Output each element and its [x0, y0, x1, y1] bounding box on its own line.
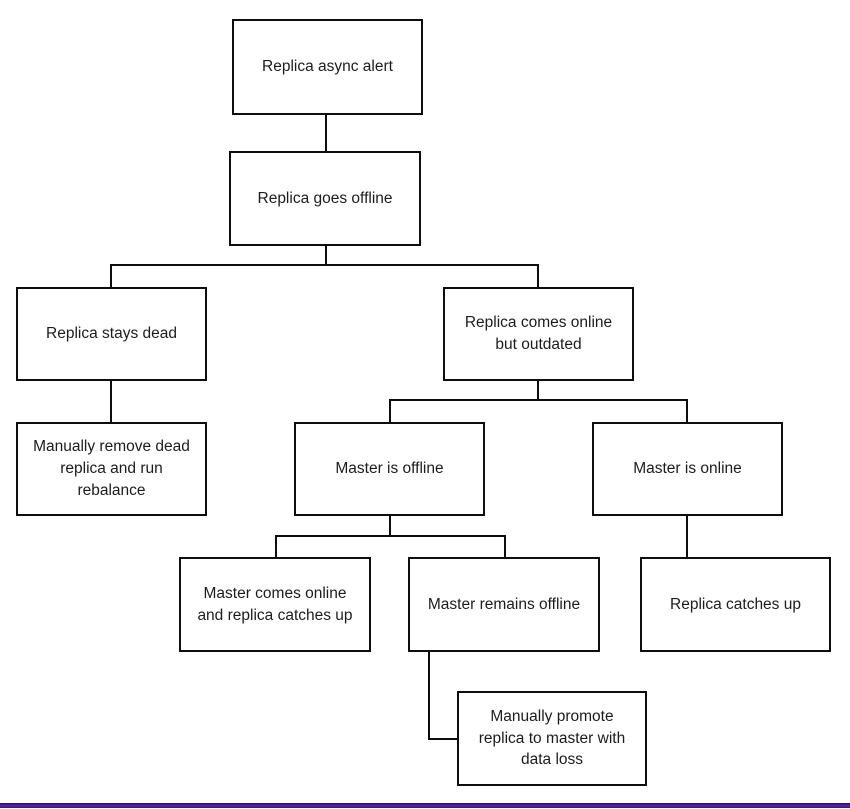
- connector-async-alert-to-goes-offline-segment: [325, 115, 327, 153]
- connector-goes-offline-to-children-segment: [537, 264, 539, 289]
- node-label-replica-catches-up: Replica catches up: [670, 595, 801, 613]
- connector-comes-online-outdated-to-children-segment: [389, 399, 391, 424]
- node-label-manually-remove-dead-replica: Manually remove dead replica and run reb…: [33, 438, 190, 499]
- node-master-comes-online-replica-catches-up: Master comes online and replica catches …: [179, 557, 371, 652]
- node-replica-async-alert: Replica async alert: [232, 19, 423, 115]
- connector-goes-offline-to-children-segment: [110, 264, 539, 266]
- connector-goes-offline-to-children-segment: [110, 264, 112, 289]
- connector-comes-online-outdated-to-children-segment: [537, 381, 539, 401]
- bottom-accent-bar: [0, 803, 850, 808]
- node-label-replica-async-alert: Replica async alert: [262, 58, 393, 76]
- connector-master-offline-to-children-segment: [504, 535, 506, 559]
- connector-goes-offline-to-children-segment: [325, 246, 327, 266]
- connector-stays-dead-to-manually-remove-segment: [110, 381, 112, 422]
- connector-master-offline-to-children-segment: [275, 535, 277, 559]
- connector-comes-online-outdated-to-children-segment: [686, 399, 688, 424]
- node-replica-comes-online-but-outdated: Replica comes online but outdated: [443, 287, 634, 381]
- node-label-replica-stays-dead: Replica stays dead: [46, 325, 177, 343]
- connector-comes-online-outdated-to-children-segment: [389, 399, 688, 401]
- node-label-manually-promote-replica: Manually promote replica to master with …: [478, 707, 626, 769]
- node-master-remains-offline: Master remains offline: [408, 557, 600, 652]
- connector-master-offline-to-children-segment: [275, 535, 506, 537]
- node-replica-stays-dead: Replica stays dead: [16, 287, 207, 381]
- connector-master-offline-to-children-segment: [389, 516, 391, 537]
- node-label-master-remains-offline: Master remains offline: [427, 595, 581, 613]
- node-replica-goes-offline: Replica goes offline: [229, 151, 421, 246]
- node-label-replica-comes-online-but-outdated: Replica comes online but outdated: [464, 314, 613, 353]
- node-label-replica-goes-offline: Replica goes offline: [257, 189, 393, 207]
- connector-master-remains-offline-to-manually-promote-segment: [428, 738, 459, 740]
- node-manually-promote-replica: Manually promote replica to master with …: [457, 691, 647, 786]
- connector-master-remains-offline-to-manually-promote-segment: [428, 652, 430, 740]
- connector-master-online-to-replica-catches-up-segment: [686, 516, 688, 557]
- node-replica-catches-up: Replica catches up: [640, 557, 831, 652]
- node-master-is-offline: Master is offline: [294, 422, 485, 516]
- node-label-master-is-offline: Master is offline: [335, 460, 444, 478]
- node-label-master-is-online: Master is online: [633, 460, 742, 478]
- node-master-is-online: Master is online: [592, 422, 783, 516]
- node-label-master-comes-online-replica-catches-up: Master comes online and replica catches …: [197, 584, 353, 624]
- node-manually-remove-dead-replica: Manually remove dead replica and run reb…: [16, 422, 207, 516]
